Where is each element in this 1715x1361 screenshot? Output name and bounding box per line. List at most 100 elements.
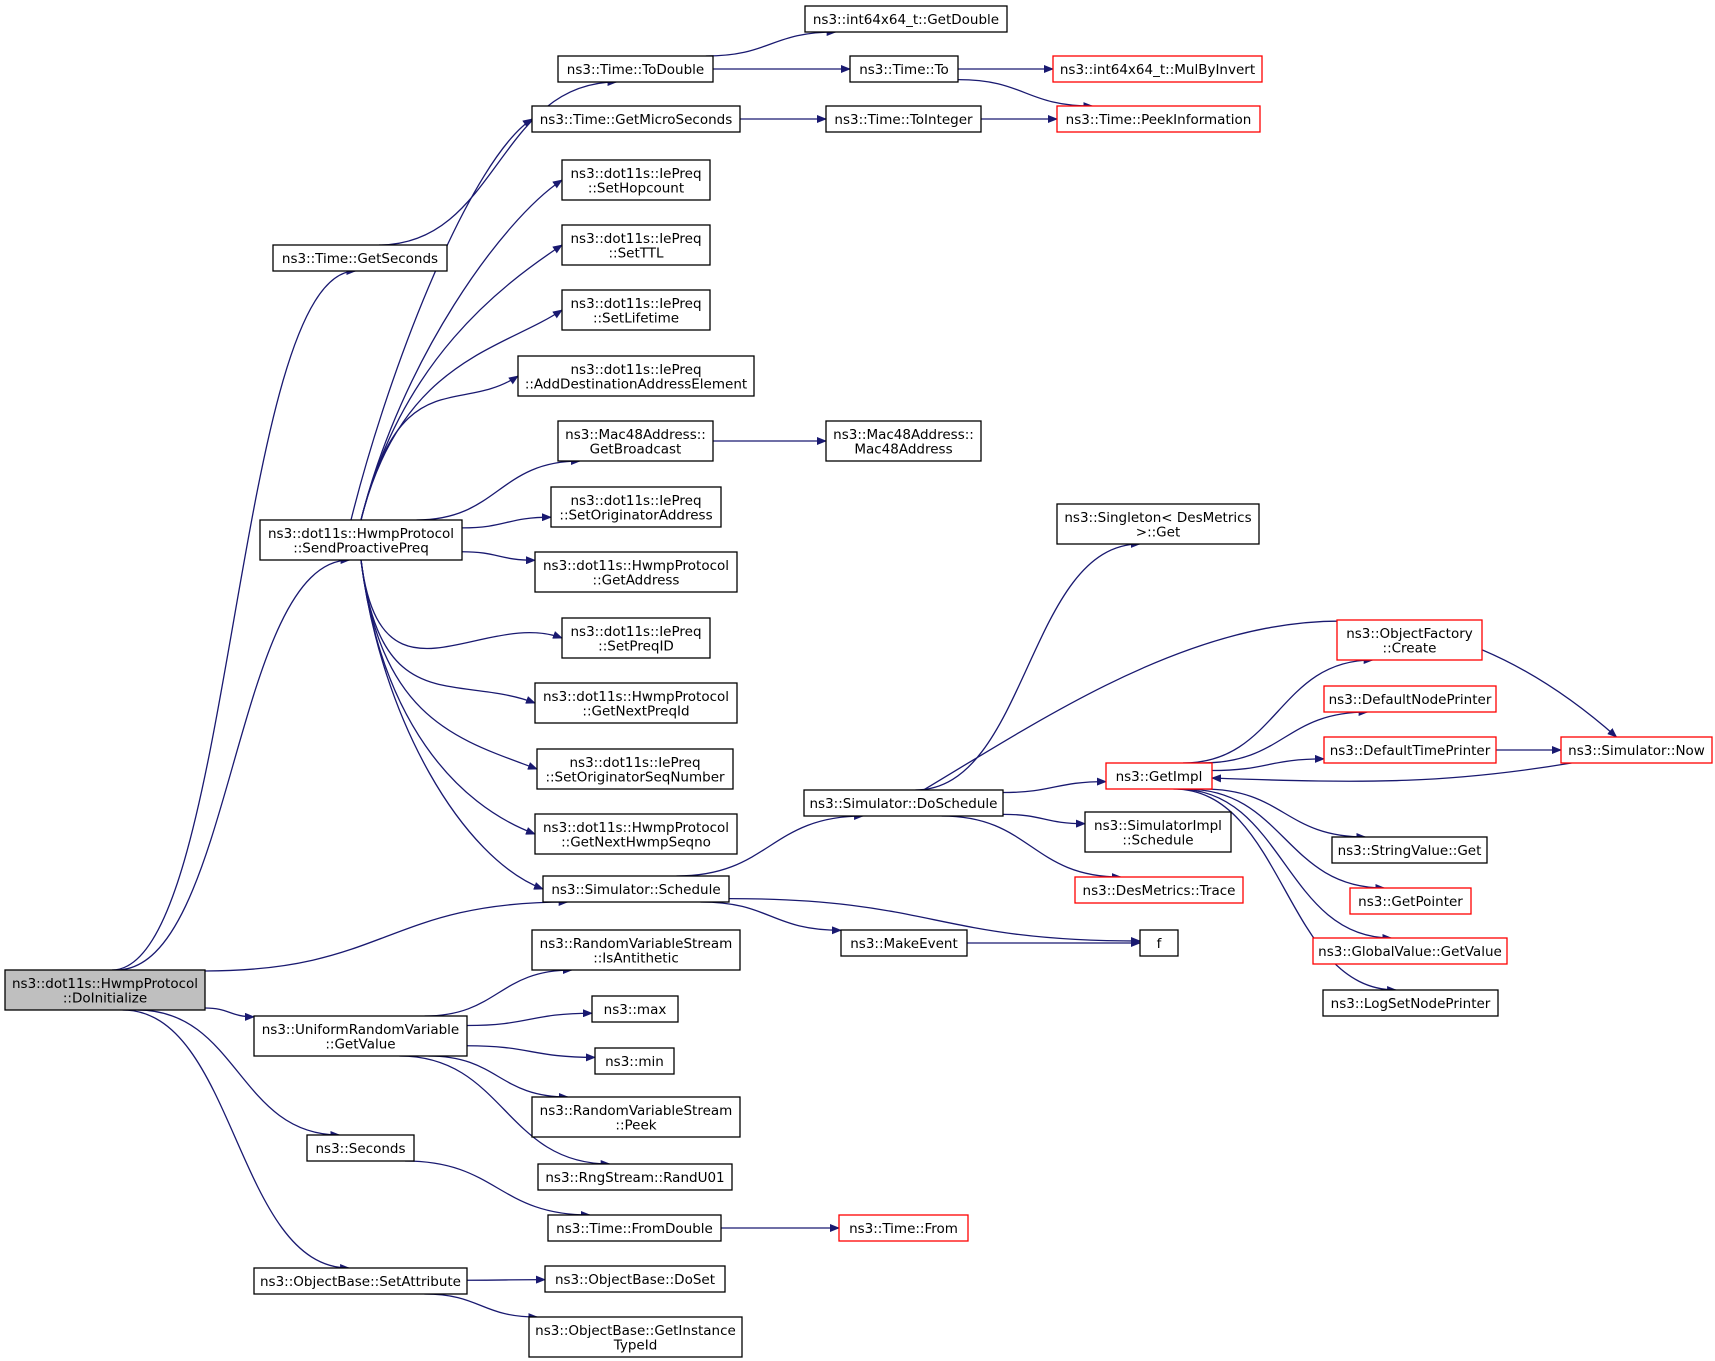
edge-line bbox=[915, 540, 1141, 791]
node-label: ns3::ObjectBase::SetAttribute bbox=[260, 1274, 461, 1290]
node-getSeconds[interactable]: ns3::Time::GetSeconds bbox=[272, 244, 448, 272]
edge-root-to-seconds bbox=[137, 1009, 341, 1139]
node-doSchedule[interactable]: ns3::Simulator::DoSchedule bbox=[803, 789, 1004, 817]
node-box bbox=[561, 617, 711, 659]
node-label: ns3::SimulatorImpl bbox=[1094, 818, 1222, 834]
node-setHop[interactable]: ns3::dot11s::IePreq::SetHopcount bbox=[561, 159, 711, 201]
node-label: ns3::StringValue::Get bbox=[1338, 843, 1482, 859]
node-getDouble[interactable]: ns3::int64x64_t::GetDouble bbox=[804, 5, 1008, 33]
node-label: ns3::Time::ToDouble bbox=[567, 62, 704, 78]
node-label: ns3::Time::ToInteger bbox=[834, 112, 973, 128]
node-setPreqID[interactable]: ns3::dot11s::IePreq::SetPreqID bbox=[561, 617, 711, 659]
node-defTimePrinter[interactable]: ns3::DefaultTimePrinter bbox=[1323, 736, 1497, 764]
node-seconds[interactable]: ns3::Seconds bbox=[306, 1134, 415, 1162]
node-makeEvent[interactable]: ns3::MakeEvent bbox=[840, 929, 968, 957]
node-fromDouble[interactable]: ns3::Time::FromDouble bbox=[547, 1214, 722, 1242]
edge-seconds-to-fromDouble bbox=[405, 1160, 591, 1219]
node-uniformGetValue[interactable]: ns3::UniformRandomVariable::GetValue bbox=[253, 1015, 468, 1057]
edge-getImpl-to-stringValueGet bbox=[1203, 788, 1367, 841]
node-max[interactable]: ns3::max bbox=[591, 995, 679, 1023]
node-box bbox=[537, 1163, 733, 1191]
edge-doSchedule-to-desTrace bbox=[941, 815, 1122, 881]
node-label: >::Get bbox=[1136, 524, 1180, 540]
node-label: ns3::Simulator::DoSchedule bbox=[810, 796, 998, 812]
node-label: ns3::ObjectBase::GetInstance bbox=[535, 1323, 736, 1339]
edge-line bbox=[360, 559, 536, 704]
node-getAddress[interactable]: ns3::dot11s::HwmpProtocol::GetAddress bbox=[534, 551, 738, 593]
edges-layer bbox=[111, 28, 1618, 1321]
node-box bbox=[531, 105, 741, 133]
node-setOrigAddr[interactable]: ns3::dot11s::IePreq::SetOriginatorAddres… bbox=[550, 486, 722, 528]
node-defNodePrinter[interactable]: ns3::DefaultNodePrinter bbox=[1323, 685, 1497, 713]
edge-sendProactive-to-setHop bbox=[360, 179, 563, 521]
node-label: ns3::Singleton< DesMetrics bbox=[1064, 510, 1251, 526]
node-box bbox=[838, 1214, 969, 1242]
node-box bbox=[4, 969, 206, 1011]
node-objFactory[interactable]: ns3::ObjectFactory::Create bbox=[1336, 619, 1483, 661]
node-setLifetime[interactable]: ns3::dot11s::IePreq::SetLifetime bbox=[561, 289, 711, 331]
edge-line bbox=[676, 812, 865, 877]
node-timeFrom[interactable]: ns3::Time::From bbox=[838, 1214, 969, 1242]
node-logSetNode[interactable]: ns3::LogSetNodePrinter bbox=[1322, 989, 1499, 1017]
node-doSet[interactable]: ns3::ObjectBase::DoSet bbox=[544, 1265, 726, 1293]
edge-getImpl-to-defNodePrinter bbox=[1201, 708, 1369, 764]
node-setOrigSeq[interactable]: ns3::dot11s::IePreq::SetOriginatorSeqNum… bbox=[536, 748, 734, 790]
node-getNextHwmp[interactable]: ns3::dot11s::HwmpProtocol::GetNextHwmpSe… bbox=[534, 813, 738, 855]
node-simSchedule[interactable]: ns3::Simulator::Schedule bbox=[542, 875, 730, 903]
node-simNow[interactable]: ns3::Simulator::Now bbox=[1560, 736, 1713, 764]
node-label: ns3::Time::FromDouble bbox=[556, 1221, 713, 1237]
node-mac48[interactable]: ns3::Mac48Address::Mac48Address bbox=[825, 420, 982, 462]
edge-line bbox=[466, 1009, 593, 1027]
node-addDest[interactable]: ns3::dot11s::IePreq::AddDestinationAddre… bbox=[517, 355, 755, 397]
node-globalGetValue[interactable]: ns3::GlobalValue::GetValue bbox=[1312, 937, 1508, 965]
node-peekInfo[interactable]: ns3::Time::PeekInformation bbox=[1056, 105, 1261, 133]
edge-getSeconds-to-toDouble bbox=[378, 78, 618, 246]
node-label: ns3::Time::To bbox=[859, 62, 949, 78]
node-label: ns3::DefaultTimePrinter bbox=[1330, 743, 1491, 759]
node-label: ns3::int64x64_t::MulByInvert bbox=[1060, 62, 1255, 78]
node-label: f bbox=[1157, 936, 1163, 952]
node-getMicro[interactable]: ns3::Time::GetMicroSeconds bbox=[531, 105, 741, 133]
node-randU01[interactable]: ns3::RngStream::RandU01 bbox=[537, 1163, 733, 1191]
node-getBroadcast[interactable]: ns3::Mac48Address::GetBroadcast bbox=[557, 420, 714, 462]
node-label: ::SetTTL bbox=[608, 245, 664, 261]
node-desTrace[interactable]: ns3::DesMetrics::Trace bbox=[1074, 876, 1244, 904]
node-label: ns3::Seconds bbox=[316, 1141, 406, 1157]
node-rvsPeek[interactable]: ns3::RandomVariableStream::Peek bbox=[531, 1096, 741, 1138]
node-isAntithetic[interactable]: ns3::RandomVariableStream::IsAntithetic bbox=[531, 929, 741, 971]
node-timeTo[interactable]: ns3::Time::To bbox=[849, 55, 959, 83]
edge-line bbox=[424, 1293, 539, 1321]
edge-setAttribute-to-getInstanceTypeId bbox=[424, 1293, 539, 1321]
edge-line bbox=[1002, 777, 1107, 794]
node-label: ::SetPreqID bbox=[598, 638, 674, 654]
node-label: ns3::dot11s::HwmpProtocol bbox=[268, 526, 454, 542]
node-toDouble[interactable]: ns3::Time::ToDouble bbox=[557, 55, 714, 83]
node-min[interactable]: ns3::min bbox=[594, 1047, 675, 1075]
node-simImplSchedule[interactable]: ns3::SimulatorImpl::Schedule bbox=[1084, 811, 1232, 853]
node-box bbox=[1560, 736, 1713, 764]
edge-uniformGetValue-to-max bbox=[466, 1009, 593, 1027]
node-label: ns3::dot11s::HwmpProtocol bbox=[12, 976, 198, 992]
node-root[interactable]: ns3::dot11s::HwmpProtocol::DoInitialize bbox=[4, 969, 206, 1011]
edge-line bbox=[1182, 656, 1374, 764]
node-getPointer[interactable]: ns3::GetPointer bbox=[1349, 887, 1472, 915]
edge-simNow-to-getImpl bbox=[1211, 762, 1572, 783]
node-stringValueGet[interactable]: ns3::StringValue::Get bbox=[1331, 836, 1488, 864]
node-setAttribute[interactable]: ns3::ObjectBase::SetAttribute bbox=[253, 1267, 468, 1295]
node-box bbox=[534, 813, 738, 855]
node-getImpl[interactable]: ns3::GetImpl bbox=[1105, 762, 1213, 790]
node-mulByInvert[interactable]: ns3::int64x64_t::MulByInvert bbox=[1052, 55, 1263, 83]
edge-line bbox=[405, 1160, 591, 1219]
node-label: ns3::max bbox=[604, 1002, 667, 1018]
node-singletonGet[interactable]: ns3::Singleton< DesMetrics>::Get bbox=[1056, 503, 1260, 545]
node-f[interactable]: f bbox=[1139, 929, 1179, 957]
node-toInteger[interactable]: ns3::Time::ToInteger bbox=[825, 105, 982, 133]
node-label: ns3::RandomVariableStream bbox=[540, 936, 733, 952]
node-sendProactive[interactable]: ns3::dot11s::HwmpProtocol::SendProactive… bbox=[259, 519, 463, 561]
node-label: ns3::Mac48Address:: bbox=[833, 427, 974, 443]
node-label: ns3::ObjectFactory bbox=[1346, 626, 1473, 642]
node-setTTL[interactable]: ns3::dot11s::IePreq::SetTTL bbox=[561, 224, 711, 266]
node-getNextPreq[interactable]: ns3::dot11s::HwmpProtocol::GetNextPreqId bbox=[534, 682, 738, 724]
edge-line bbox=[461, 513, 552, 529]
